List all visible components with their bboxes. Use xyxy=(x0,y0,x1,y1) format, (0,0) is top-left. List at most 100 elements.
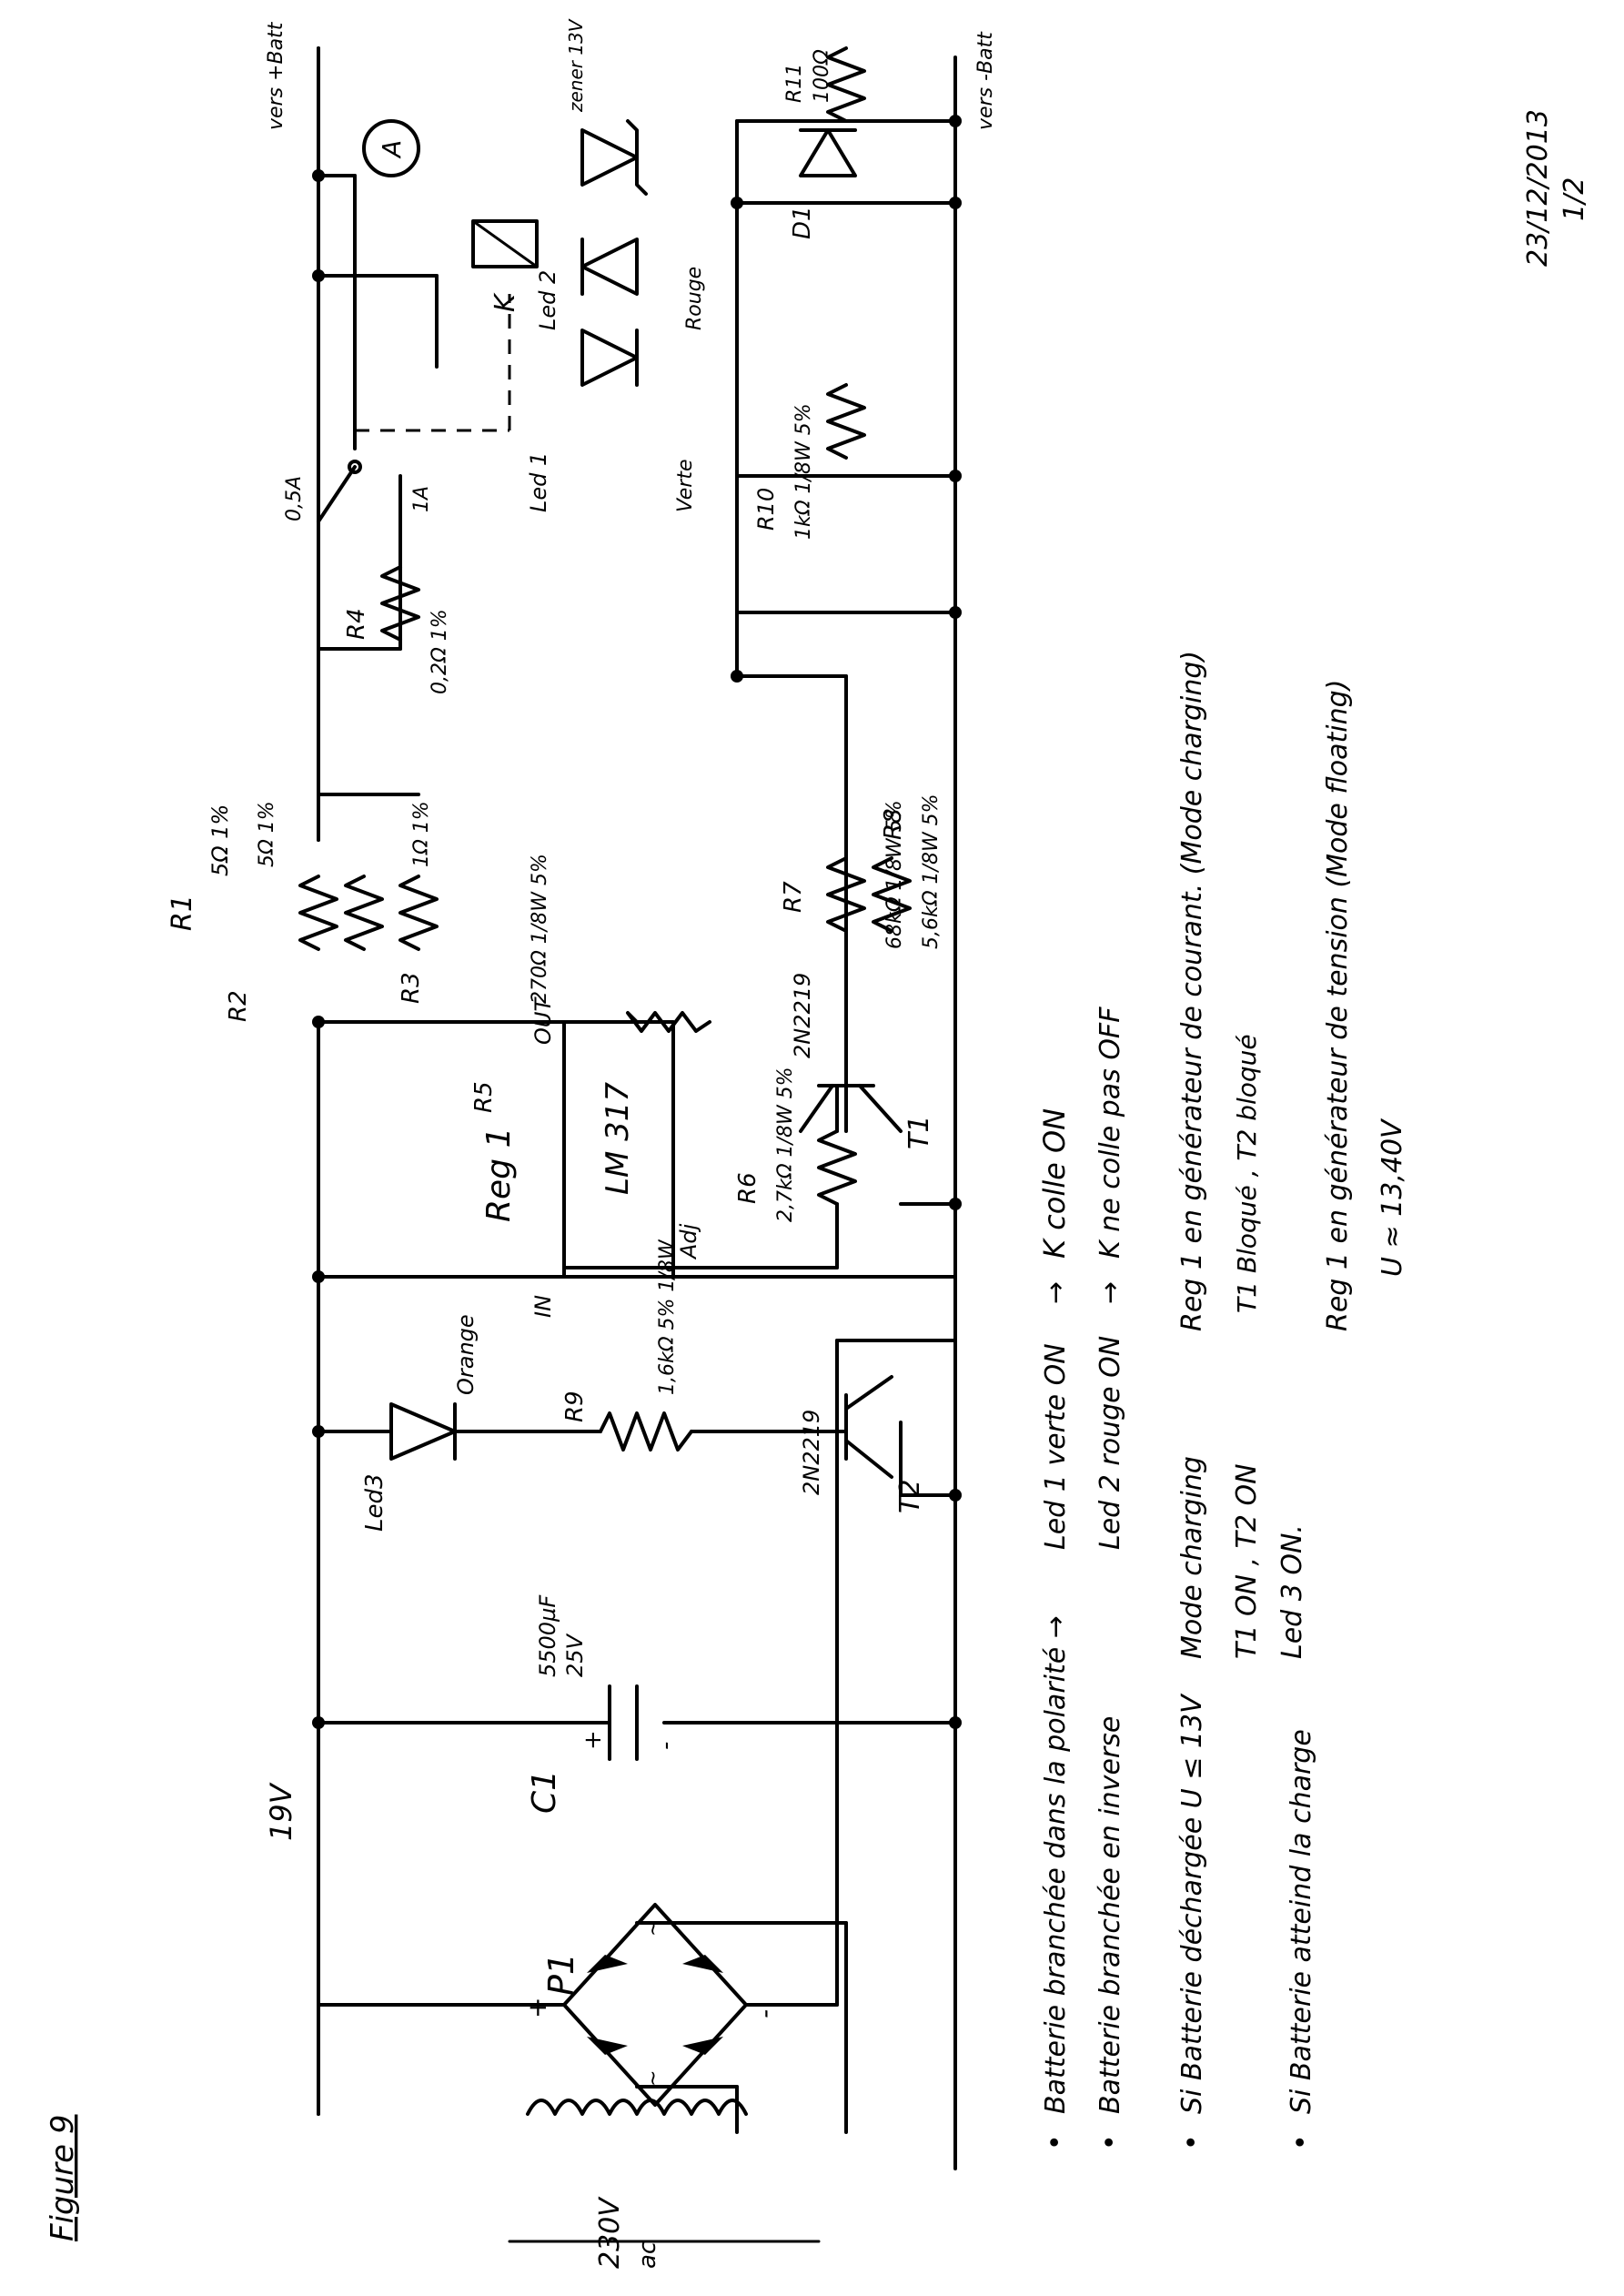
bridge-diamond xyxy=(562,1903,748,2107)
c1-voltage: 25V xyxy=(562,1633,588,1677)
relay-diagonal xyxy=(471,219,539,268)
note-3-state3: Led 3 ON. xyxy=(1276,1524,1308,1659)
c1-label: C1 xyxy=(526,1770,563,1814)
note-3: • Si Batterie déchargée U ≤ 13V Mode cha… xyxy=(1176,651,1308,2150)
figure-label: Figure 9 xyxy=(45,2115,81,2241)
zener-triangle xyxy=(580,128,639,187)
note-1-bullet: • xyxy=(1040,2134,1072,2150)
r10-value: 1kΩ 1/8W 5% xyxy=(792,403,815,540)
switch-contact xyxy=(348,460,362,474)
r1-zigzag xyxy=(298,875,338,951)
r4-range: 1A xyxy=(410,486,433,512)
switch-blade xyxy=(317,465,357,523)
resistor-r2: R2 5Ω 1% xyxy=(225,801,384,1022)
ammeter-circle xyxy=(362,119,420,177)
junction xyxy=(949,115,962,127)
note-4: • Si Batterie atteind la charge Reg 1 en… xyxy=(1286,680,1408,2150)
c1-minus: - xyxy=(652,1742,680,1750)
note-4-result2: U ≈ 13,40V xyxy=(1377,1118,1408,1277)
relay-k: K xyxy=(471,219,539,312)
relay-label: K xyxy=(489,292,521,312)
note-2-condition: Batterie branchée en inverse xyxy=(1094,1716,1126,2114)
t1-label: T1 xyxy=(903,1116,935,1149)
transformer: 230V ac xyxy=(508,2099,821,2269)
resistor-r5: R5 270Ω 1/8W 5% xyxy=(470,854,711,1113)
note-3-state2: T1 ON , T2 ON xyxy=(1231,1463,1263,1659)
note-3-bullet: • xyxy=(1176,2134,1208,2150)
resistor-r8: R8 5,6kΩ 1/8W 5% xyxy=(872,794,943,949)
junction xyxy=(949,1716,962,1729)
transistor-t1: 2N2219 T1 xyxy=(790,973,935,1149)
d1-triangle xyxy=(799,128,857,177)
t2-emitter xyxy=(844,1375,893,1411)
transformer-input-label: 230V xyxy=(594,2196,626,2269)
led2-triangle xyxy=(580,238,639,296)
r8-label: R8 xyxy=(880,808,907,840)
regulator-reg1: LM 317 Reg 1 IN OUT Adj xyxy=(480,996,701,1318)
zener-bar xyxy=(626,119,648,196)
c1-plus: + xyxy=(580,1730,607,1750)
led1-color: Verte xyxy=(674,459,697,512)
zener-label: zener 13V xyxy=(565,18,587,113)
ammeter-label: A xyxy=(377,140,407,159)
led3-color: Orange xyxy=(453,1314,479,1395)
led3-label: Led3 xyxy=(361,1473,388,1532)
resistor-r4: R4 0,2Ω 1% 1A xyxy=(343,486,451,694)
reg1-label: Reg 1 xyxy=(480,1128,518,1222)
r8-zigzag xyxy=(872,856,912,933)
relay-coil xyxy=(471,219,539,268)
junction xyxy=(731,197,743,209)
note-3-state1: Mode charging xyxy=(1176,1456,1208,1659)
note-3-result2: T1 Bloqué , T2 bloqué xyxy=(1232,1034,1262,1313)
zener-diode: zener 13V xyxy=(565,18,648,196)
junction xyxy=(949,197,962,209)
reg1-in: IN xyxy=(530,1295,556,1318)
bridge-diode-3 xyxy=(682,2037,723,2055)
t2-label: T2 xyxy=(894,1480,926,1513)
r10-label: R10 xyxy=(753,488,779,531)
wiring xyxy=(317,46,957,2170)
note-1-arrow: → xyxy=(1040,1281,1072,1304)
notes: • Batterie branchée dans la polarité → L… xyxy=(1037,651,1408,2150)
capacitor-c1: C1 5500µF 25V + - xyxy=(526,1594,680,1814)
r2-value: 5Ω 1% xyxy=(256,801,278,867)
resistor-r7: R7 68kΩ 1/8W 5% xyxy=(780,800,906,949)
junction-dots xyxy=(312,115,962,1729)
r3-zigzag xyxy=(398,875,439,951)
resistor-r11: R11 100Ω xyxy=(783,46,866,123)
note-3-result: Reg 1 en générateur de courant. (Mode ch… xyxy=(1176,651,1208,1331)
r5-value: 270Ω 1/8W 5% xyxy=(529,854,551,1004)
bridge-minus: - xyxy=(750,2009,780,2018)
led1: Led 1 Verte xyxy=(526,329,697,512)
reg1-adj: Adj xyxy=(676,1223,701,1260)
r9-label: R9 xyxy=(561,1391,589,1422)
r6-zigzag xyxy=(817,1129,857,1206)
t1-part: 2N2219 xyxy=(790,973,815,1058)
note-2-arrow: → xyxy=(1094,1281,1126,1304)
transistor-t2: 2N2219 T2 xyxy=(799,1375,926,1513)
note-2-state: Led 2 rouge ON xyxy=(1094,1336,1126,1550)
note-1-result: K colle ON xyxy=(1037,1108,1072,1259)
r9-value: 1,6kΩ 5% 1/8W xyxy=(656,1239,679,1395)
r4-label: R4 xyxy=(343,608,370,640)
page-label: 1/2 xyxy=(1558,177,1590,221)
led2: Led 2 Rouge xyxy=(535,238,706,330)
t2-collector xyxy=(844,1439,893,1479)
note-1-state: Led 1 verte ON xyxy=(1040,1343,1072,1550)
r7-zigzag xyxy=(826,856,866,933)
led3-triangle xyxy=(389,1402,457,1461)
resistor-r3: R3 1Ω 1% xyxy=(398,801,439,1004)
r6-label: R6 xyxy=(734,1172,762,1204)
bridge-diode-1 xyxy=(587,2037,628,2055)
junction xyxy=(312,1270,325,1283)
resistor-r1: R1 5Ω 1% xyxy=(166,804,338,951)
bridge-plus: + xyxy=(522,1998,552,2018)
junction xyxy=(312,1425,325,1438)
reg1-out: OUT xyxy=(530,996,556,1045)
bridge-label: P1 xyxy=(541,1953,581,1996)
led1-label: Led 1 xyxy=(526,452,551,512)
rail-19v-label: 19V xyxy=(264,1782,298,1841)
